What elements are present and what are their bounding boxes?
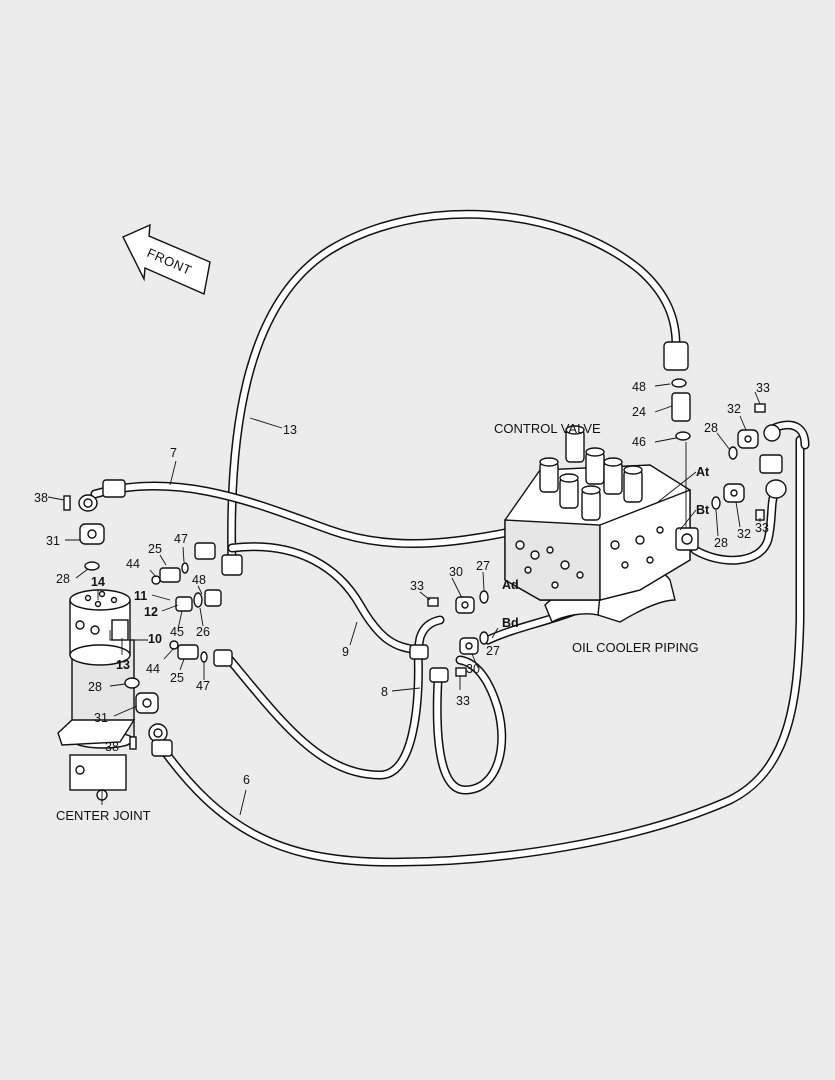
callout-47: 47	[174, 532, 188, 546]
callout-25: 25	[148, 542, 162, 556]
callout-7: 7	[170, 446, 177, 460]
hose-9-loop	[225, 645, 423, 780]
callout-13-hose: 13	[283, 423, 297, 437]
hose-7	[90, 481, 535, 549]
callout-32-right: 32	[727, 402, 741, 416]
control-valve	[504, 425, 699, 601]
control-valve-caption: CONTROL VALVE	[494, 421, 601, 436]
callout-33-lower-right: 33	[755, 521, 769, 535]
hose-13	[227, 209, 681, 571]
callout-44-lower: 44	[146, 662, 160, 676]
callout-13-center: 13	[116, 658, 130, 672]
callout-31: 31	[46, 534, 60, 548]
callout-10: 10	[148, 632, 162, 646]
leader-lines	[47, 383, 761, 816]
callout-25-lower: 25	[170, 671, 184, 685]
callout-11: 11	[134, 589, 147, 603]
callout-28: 28	[56, 572, 70, 586]
port-bd: Bd	[502, 616, 519, 630]
callout-28-lower-right: 28	[714, 536, 728, 550]
center-joint	[57, 589, 136, 805]
callout-31-lower: 31	[94, 711, 108, 725]
callout-48: 48	[192, 573, 206, 587]
valve-spools	[539, 425, 643, 521]
callout-24: 24	[632, 405, 646, 419]
captions: CONTROL VALVE OIL COOLER PIPING CENTER J…	[56, 421, 699, 823]
callouts: 38 31 28 14 11 12 10 13 28 31 38 25 47 4…	[34, 380, 770, 787]
callout-27-bd: 27	[486, 644, 500, 658]
callout-48-top: 48	[632, 380, 646, 394]
callout-28-right: 28	[704, 421, 718, 435]
callout-33-bd: 33	[456, 694, 470, 708]
front-arrow: FRONT	[122, 223, 211, 295]
callout-46: 46	[632, 435, 646, 449]
callout-9: 9	[342, 645, 349, 659]
hose-right-lower	[690, 485, 780, 565]
callout-44: 44	[126, 557, 140, 571]
callout-28-lower: 28	[88, 680, 102, 694]
callout-38-lower: 38	[105, 740, 119, 754]
callout-38: 38	[34, 491, 48, 505]
port-at: At	[696, 465, 710, 479]
callout-30-bd: 30	[466, 662, 480, 676]
callout-14: 14	[91, 575, 105, 589]
callout-33-right: 33	[756, 381, 770, 395]
center-joint-caption: CENTER JOINT	[56, 808, 151, 823]
callout-12: 12	[144, 605, 158, 619]
oil-cooler-caption: OIL COOLER PIPING	[572, 640, 699, 655]
callout-6: 6	[243, 773, 250, 787]
hose-6	[155, 435, 805, 867]
hoses	[90, 209, 810, 867]
port-bt: Bt	[696, 503, 710, 517]
hose-9	[227, 542, 425, 655]
callout-32-lower-right: 32	[737, 527, 751, 541]
hose-8	[413, 615, 507, 795]
port-ad: Ad	[502, 578, 519, 592]
callout-47-lower: 47	[196, 679, 210, 693]
callout-45: 45	[170, 625, 184, 639]
callout-8: 8	[381, 685, 388, 699]
callout-27-ad: 27	[476, 559, 490, 573]
callout-30-ad: 30	[449, 565, 463, 579]
callout-26: 26	[196, 625, 210, 639]
callout-33-ad: 33	[410, 579, 424, 593]
